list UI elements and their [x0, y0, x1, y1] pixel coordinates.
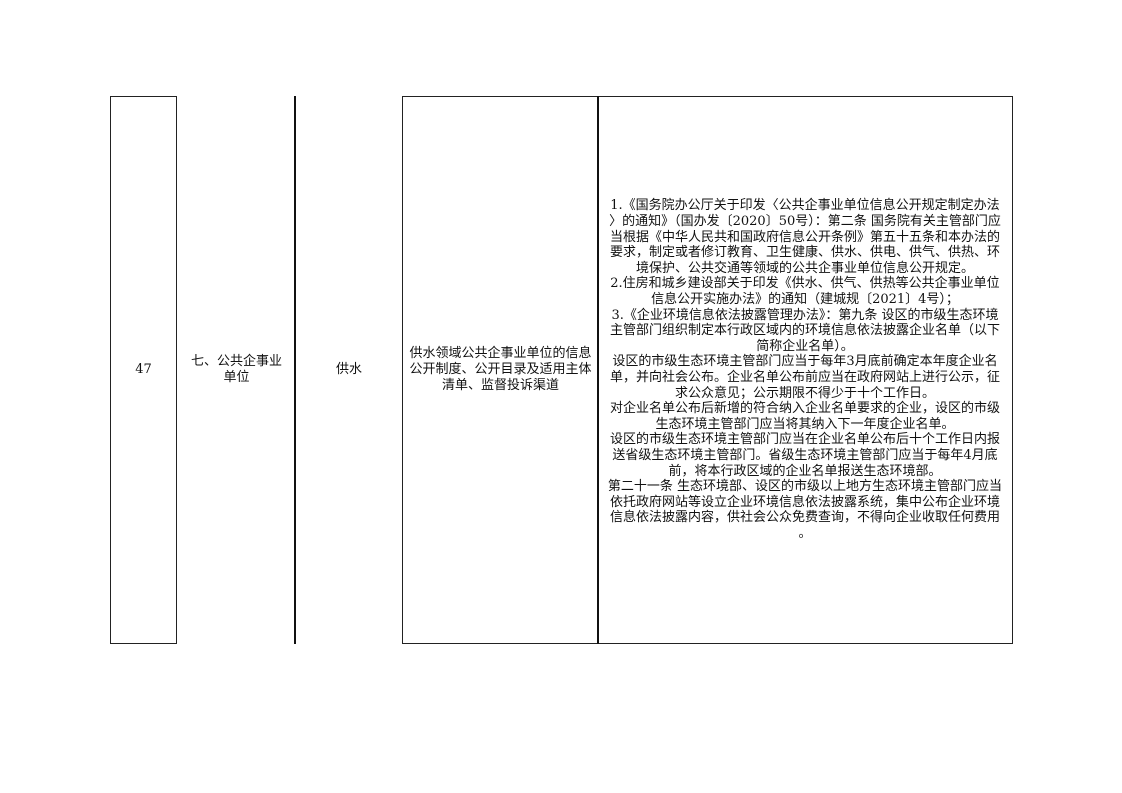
- basis-line: 。: [798, 525, 812, 541]
- item-cell: 供水领域公共企事业单位的信息公开制度、公开目录及适用主体清单、监督投诉渠道: [404, 96, 597, 644]
- basis-line: 主管部门组织制定本行政区域内的环境信息依法披露企业名单（以下: [609, 323, 1000, 339]
- basis-line: 2.住房和城乡建设部关于印发《供水、供气、供热等公共企事业单位: [610, 276, 1000, 292]
- basis-line: 信息依法披露内容，供社会公众免费查询，不得向企业收取任何费用: [609, 510, 1000, 526]
- basis-line: 设区的市级生态环境主管部门应当于每年3月底前确定本年度企业名: [612, 354, 998, 370]
- basis-line: 当根据《中华人民共和国政府信息公开条例》第五十五条和本办法的: [609, 229, 1000, 245]
- subcategory-cell: 供水: [296, 96, 402, 644]
- basis-line: 简称企业名单）。: [756, 338, 854, 354]
- basis-line: 对企业名单公布后新增的符合纳入企业名单要求的企业，设区的市级: [609, 401, 1000, 417]
- basis-line: 境保护、公共交通等领域的公共企事业单位信息公开规定。: [635, 260, 974, 276]
- basis-cell: 1.《国务院办公厅关于印发〈公共企事业单位信息公开规定制定办法〉的通知》（国办发…: [599, 96, 1011, 644]
- subcategory-text: 供水: [335, 362, 362, 377]
- basis-line: 前，将本行政区域的企业名单报送生态环境部。: [668, 463, 942, 479]
- basis-line: 生态环境主管部门应当将其纳入下一年度企业名单。: [655, 416, 955, 432]
- basis-line: 3.《企业环境信息依法披露管理办法》：第九条 设区的市级生态环境: [611, 307, 999, 323]
- number-cell-border: [110, 96, 177, 644]
- basis-line: 求公众意见；公示期限不得少于十个工作日。: [674, 385, 935, 401]
- category-text: 七、公共企事业单位: [190, 354, 282, 385]
- content-box-border: [402, 96, 1013, 644]
- item-text: 供水领域公共企事业单位的信息公开制度、公开目录及适用主体清单、监督投诉渠道: [409, 346, 592, 393]
- basis-line: 第二十一条 生态环境部、设区的市级以上地方生态环境主管部门应当: [607, 479, 1003, 495]
- content-divider: [597, 96, 599, 644]
- basis-line: 送省级生态环境主管部门。省级生态环境主管部门应当于每年4月底: [612, 447, 998, 463]
- basis-text: 1.《国务院办公厅关于印发〈公共企事业单位信息公开规定制定办法〉的通知》（国办发…: [608, 198, 1002, 541]
- basis-line: 单，并向社会公布。企业名单公布前应当在政府网站上进行公示，征: [609, 370, 1000, 385]
- row-number: 47: [110, 96, 177, 644]
- basis-line: 要求，制定或者修订教育、卫生健康、供水、供电、供气、供热、环: [609, 245, 1000, 261]
- basis-line: 信息公开实施办法》的通知（建城规〔2021〕4号）；: [651, 292, 959, 308]
- basis-line: 1.《国务院办公厅关于印发〈公共企事业单位信息公开规定制定办法: [610, 198, 1000, 214]
- column-divider: [294, 96, 296, 644]
- row-number-text: 47: [135, 362, 152, 377]
- basis-line: 〉的通知》（国办发〔2020〕50号）：第二条 国务院有关主管部门应: [609, 214, 1001, 230]
- category-cell: 七、公共企事业单位: [180, 96, 293, 644]
- basis-line: 依托政府网站等设立企业环境信息依法披露系统，集中公布企业环境: [609, 494, 1000, 510]
- basis-line: 设区的市级生态环境主管部门应当在企业名单公布后十个工作日内报: [609, 432, 1000, 448]
